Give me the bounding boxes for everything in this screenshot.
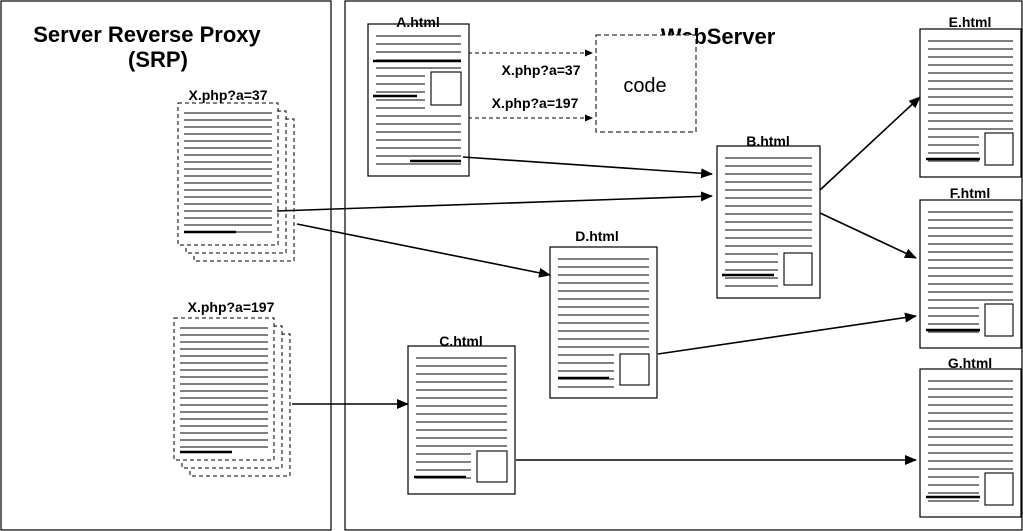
link-x37-to-b bbox=[276, 191, 713, 212]
page-b-html: B.html bbox=[716, 133, 821, 299]
link-d-to-f bbox=[657, 312, 917, 355]
code-call-label: X.php?a=197 bbox=[492, 95, 579, 111]
page-f-label: F.html bbox=[950, 185, 990, 201]
page-c-label: C.html bbox=[439, 333, 483, 349]
link-b-to-e bbox=[819, 96, 921, 191]
code-call-37: X.php?a=37 bbox=[468, 49, 593, 78]
link-b-to-f bbox=[819, 212, 917, 259]
image-placeholder bbox=[619, 353, 650, 386]
page-d-html: D.html bbox=[549, 228, 658, 399]
page-e-label: E.html bbox=[949, 14, 992, 30]
cached-page-x-php-37: X.php?a=37 bbox=[177, 87, 295, 262]
image-placeholder bbox=[984, 303, 1014, 337]
link-x37-to-d bbox=[296, 223, 551, 278]
srp-title: Server Reverse Proxy bbox=[33, 22, 261, 47]
page-d-label: D.html bbox=[575, 228, 619, 244]
cached-page-label: X.php?a=37 bbox=[189, 87, 268, 103]
link-a-to-b bbox=[462, 156, 713, 179]
image-placeholder bbox=[476, 450, 508, 483]
page-g-label: G.html bbox=[948, 355, 992, 371]
image-placeholder bbox=[984, 472, 1014, 506]
page-outline bbox=[173, 317, 275, 461]
srp-panel: Server Reverse Proxy (SRP) bbox=[0, 0, 332, 531]
image-placeholder bbox=[783, 252, 813, 286]
page-a-html: A.html bbox=[367, 14, 470, 177]
page-f-html: F.html bbox=[919, 185, 1022, 349]
page-b-label: B.html bbox=[746, 133, 790, 149]
cached-page-label: X.php?a=197 bbox=[188, 299, 275, 315]
code-box: code bbox=[595, 34, 697, 133]
page-outline bbox=[177, 102, 279, 246]
code-label: code bbox=[623, 75, 666, 97]
links bbox=[276, 96, 921, 465]
page-g-html: G.html bbox=[919, 355, 1022, 518]
page-a-label: A.html bbox=[396, 14, 440, 30]
page-c-html: C.html bbox=[407, 333, 516, 495]
code-call-label: X.php?a=37 bbox=[502, 62, 581, 78]
image-placeholder bbox=[430, 71, 462, 106]
image-placeholder bbox=[984, 132, 1014, 166]
page-e-html: E.html bbox=[919, 14, 1022, 178]
srp-subtitle: (SRP) bbox=[128, 47, 188, 72]
cached-page-x-php-197: X.php?a=197 bbox=[173, 299, 291, 477]
code-call-197: X.php?a=197 bbox=[468, 95, 593, 122]
